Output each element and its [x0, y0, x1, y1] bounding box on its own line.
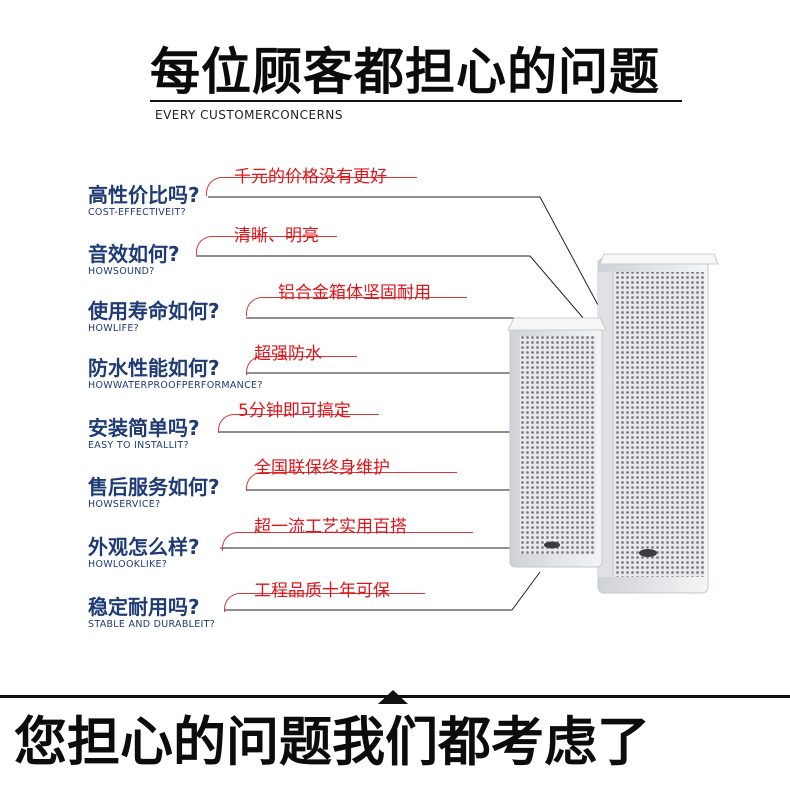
page-subtitle: EVERY CUSTOMERCONCERNS [155, 108, 344, 122]
answer-callout [196, 236, 337, 255]
answer-callout [224, 593, 425, 612]
question-cn: 音效如何? [88, 242, 180, 266]
question-cn: 使用寿命如何? [88, 299, 220, 323]
answer-callout [246, 297, 467, 316]
question-cn: 高性价比吗? [88, 183, 200, 207]
question-item: 稳定耐用吗? STABLE AND DURABLEIT? [88, 595, 215, 631]
footer-slogan: 您担心的问题我们都考虑了 [14, 712, 650, 773]
question-cn: 售后服务如何? [88, 475, 220, 499]
question-cn: 防水性能如何? [88, 356, 220, 380]
answer-text: 铝合金箱体坚固耐用 [278, 283, 431, 303]
answer-text: 千元的价格没有更好 [234, 167, 387, 187]
answer-text: 清晰、明亮 [234, 226, 319, 246]
question-item: 音效如何? HOWSOUND? [88, 242, 180, 278]
question-cn: 外观怎么样? [88, 535, 200, 559]
question-item: 高性价比吗? COST-EFFECTIVEIT? [88, 183, 200, 219]
question-en: HOWSERVICE? [88, 499, 161, 510]
question-en: STABLE AND DURABLEIT? [88, 619, 216, 630]
question-item: 使用寿命如何? HOWLIFE? [88, 299, 220, 335]
question-en: HOWSOUND? [88, 266, 155, 277]
page-title: 每位顾客都担心的问题 [150, 43, 660, 101]
answer-text: 5分钟即可搞定 [238, 401, 351, 421]
answer-callout [246, 356, 357, 375]
answer-callout [222, 532, 473, 551]
question-en: COST-EFFECTIVEIT? [88, 207, 186, 218]
answer-callout [246, 472, 457, 491]
answer-text: 超强防水 [254, 344, 322, 364]
question-en: HOWLIFE? [88, 323, 140, 334]
answer-text: 工程品质十年可保 [254, 581, 390, 601]
question-en: HOWWATERPROOFPERFORMANCE? [88, 380, 263, 391]
answer-callout [218, 414, 379, 433]
question-item: 售后服务如何? HOWSERVICE? [88, 475, 220, 511]
question-en: EASY TO INSTALLIT? [88, 440, 189, 451]
answer-callout [206, 177, 417, 196]
question-item: 安装简单吗? EASY TO INSTALLIT? [88, 416, 200, 452]
answer-text: 全国联保终身维护 [254, 458, 390, 478]
question-item: 外观怎么样? HOWLOOKLIKE? [88, 535, 200, 571]
question-cn: 安装简单吗? [88, 416, 200, 440]
question-item: 防水性能如何? HOWWATERPROOFPERFORMANCE? [88, 356, 263, 392]
question-en: HOWLOOKLIKE? [88, 559, 168, 570]
answer-text: 超一流工艺实用百搭 [254, 517, 407, 537]
question-cn: 稳定耐用吗? [88, 595, 200, 619]
column-speakers [507, 253, 719, 594]
up-arrow-icon [378, 690, 408, 704]
title-underline [150, 100, 682, 102]
